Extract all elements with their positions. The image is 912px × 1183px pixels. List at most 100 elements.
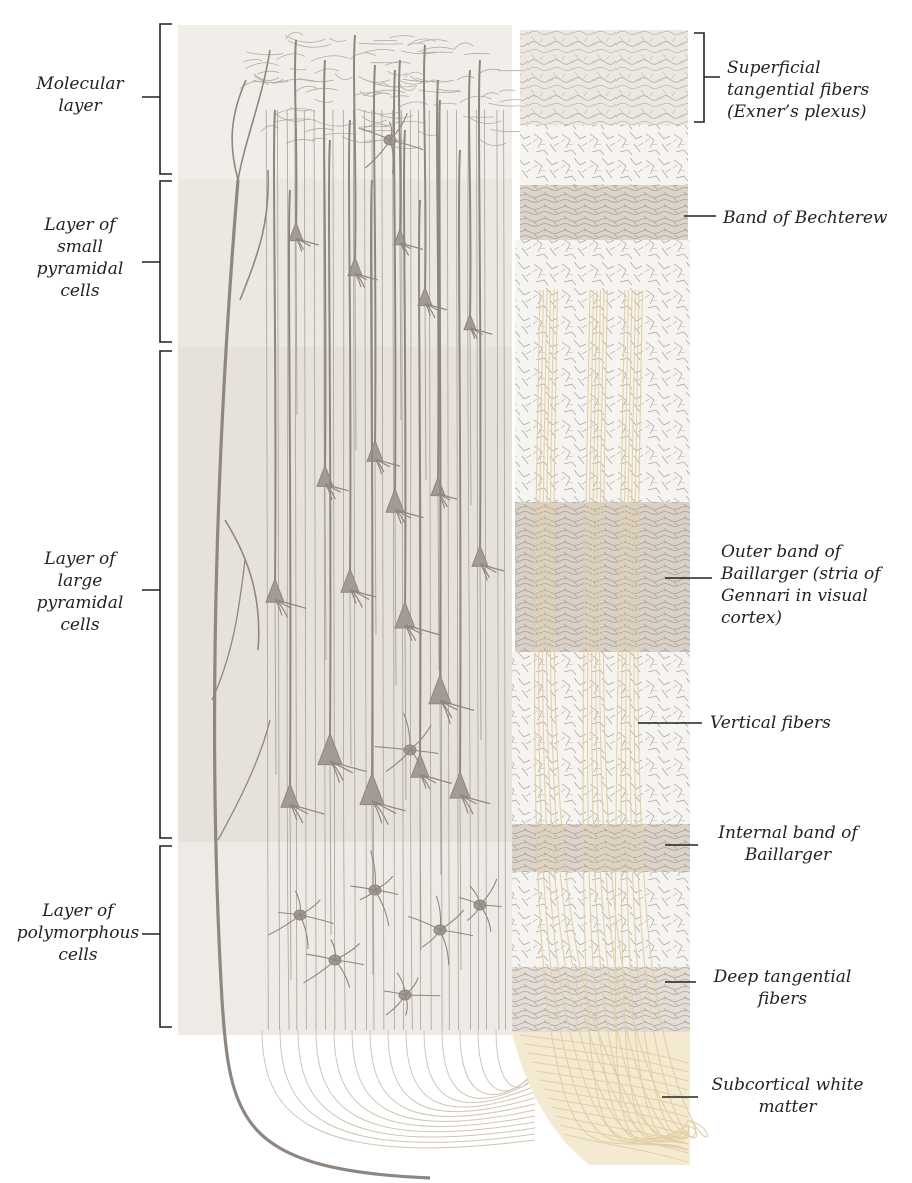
label-line: Layer of (42, 901, 114, 921)
pyramidal-cell (317, 139, 367, 936)
dendrite (299, 914, 334, 925)
layer-band (178, 25, 512, 179)
label-line: Vertical fibers (710, 713, 831, 733)
neuron-axon (394, 512, 397, 686)
tangential-fiber (341, 136, 380, 143)
vertical-fiber (629, 289, 690, 1140)
apical-dendrite (273, 109, 277, 587)
polymorphous-cell (303, 938, 364, 988)
tangential-fiber (257, 70, 280, 75)
polymorphous-cell (374, 713, 439, 773)
apical-dendrite (458, 149, 462, 781)
neuron-axon (324, 486, 327, 661)
basal-dendrite (437, 492, 451, 501)
dendrite (306, 953, 336, 961)
white-matter-axon (369, 1029, 536, 1117)
basal-dendrite (459, 794, 477, 805)
dendrite (389, 139, 394, 174)
apical-dendrite (353, 34, 357, 264)
label-line: cells (58, 945, 98, 965)
white-matter-axon (423, 1029, 536, 1104)
dendrite (278, 911, 301, 916)
tangential-fiber (358, 125, 388, 128)
fiber-band-texture (512, 824, 690, 872)
dendrite (389, 112, 408, 141)
label-line: Outer band of (721, 542, 842, 562)
pyramidal-cell (280, 189, 325, 981)
label-line: layer (58, 96, 102, 116)
pyramidal-cell (394, 129, 440, 801)
tangential-fiber (311, 55, 349, 62)
vertical-axon (409, 109, 413, 1031)
tangential-fiber (417, 39, 448, 44)
tangential-fiber (305, 87, 338, 93)
apical-dendrite (393, 69, 397, 497)
dendrite (267, 914, 301, 936)
layer-bracket (142, 23, 172, 175)
tangential-fiber (287, 40, 331, 48)
tangential-fiber (409, 75, 435, 83)
basal-dendrite (324, 483, 341, 493)
tangential-fiber (314, 68, 340, 75)
dendrite (299, 914, 309, 950)
apical-dendrite (288, 189, 292, 792)
tangential-fiber (329, 37, 347, 42)
layer-bracket (142, 180, 172, 343)
pyramidal-cell (463, 69, 493, 506)
neuron-column (178, 25, 536, 1180)
polymorphous-cell (358, 112, 424, 174)
tangential-fiber (356, 108, 401, 115)
dendrite (469, 885, 481, 906)
tangential-fiber (398, 101, 429, 109)
vertical-axon (286, 109, 290, 1031)
label-line: pyramidal (36, 259, 124, 279)
basal-dendrite (394, 508, 411, 519)
label-line: small (57, 237, 103, 257)
layer-bracket (142, 845, 172, 1028)
apical-dendrite (348, 119, 352, 577)
label-line: cells (60, 615, 100, 635)
neuron-axon (295, 240, 298, 416)
polymorphous-cell (459, 878, 502, 932)
pyramidal-cell (449, 149, 491, 971)
dendrite (374, 889, 399, 896)
label-line: Layer of (44, 215, 116, 235)
neuron-axon (354, 275, 357, 451)
label-superficial-tangential-fibers: Superficial tangential fibers (Exner’s p… (727, 57, 907, 123)
basal-dendrite (439, 699, 458, 711)
white-matter-axons (261, 1029, 536, 1149)
neuron-axon (479, 566, 482, 741)
basal-dendrite (469, 327, 483, 336)
dendrite (334, 943, 361, 961)
tangential-fiber (479, 68, 503, 74)
vertical-axon (467, 109, 471, 1031)
tangential-fiber (297, 77, 334, 83)
vertical-fiber (620, 289, 689, 1145)
neuron-axon (424, 305, 427, 481)
dendrite (303, 959, 336, 984)
layer-brackets (142, 23, 172, 1028)
vertical-fiber (582, 289, 689, 1151)
tangential-fiber (359, 90, 378, 97)
label-line: matter (758, 1097, 817, 1117)
label-subcortical-white-matter: Subcortical white matter (700, 1074, 875, 1118)
apical-dendrite (328, 139, 332, 744)
tangential-fiber (375, 83, 418, 88)
tangential-fiber (253, 75, 284, 84)
label-internal-band-of-baillarger: Internal band of Baillarger (703, 822, 873, 866)
tangential-fiber (275, 114, 309, 122)
label-polymorphous-layer: Layer of polymorphous cells (8, 900, 148, 966)
white-matter-fiber (543, 1088, 689, 1118)
label-line: Layer of (44, 549, 116, 569)
fiber-band-texture (520, 125, 688, 185)
apical-dendrite (294, 39, 298, 229)
white-matter-fiber (527, 1052, 689, 1082)
basal-dendrite (354, 272, 367, 281)
label-line: Baillarger (744, 845, 832, 865)
vertical-fiber (549, 289, 689, 1139)
axon-collaterals (211, 559, 271, 841)
bracket-line (159, 180, 172, 343)
dendrite (385, 994, 406, 1016)
dendrite (294, 890, 301, 916)
